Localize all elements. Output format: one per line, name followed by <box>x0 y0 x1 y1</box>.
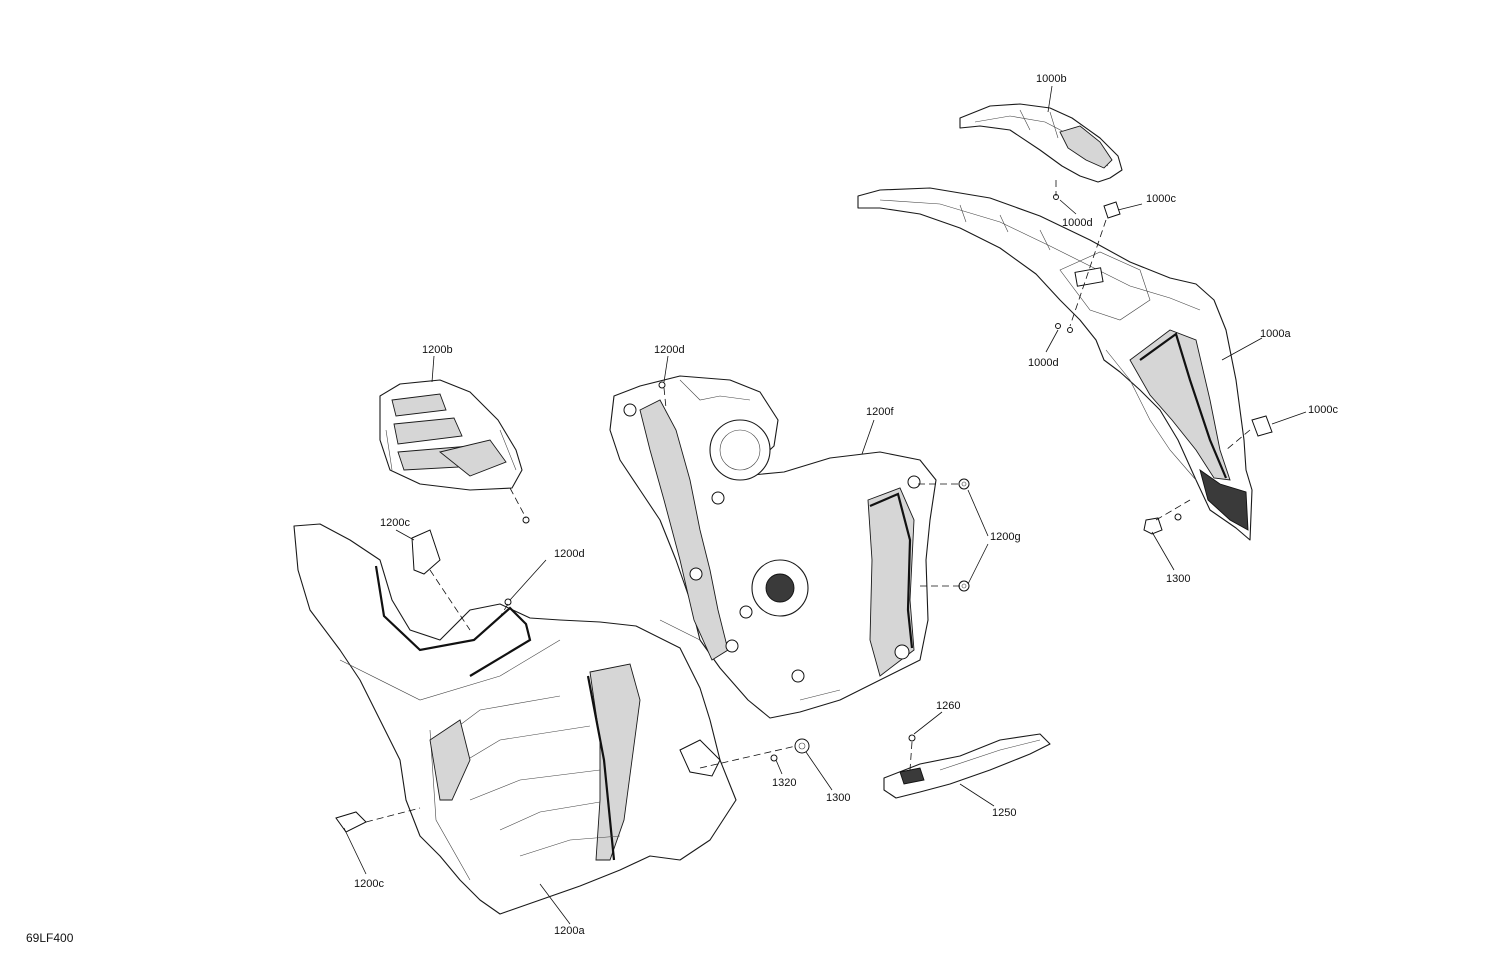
callout-1200d-mid: 1200d <box>554 548 585 560</box>
assembly-lines <box>365 180 1251 823</box>
callout-1000b: 1000b <box>1036 73 1067 85</box>
callout-1200f: 1200f <box>866 406 894 418</box>
callout-1000d-top: 1000d <box>1062 217 1093 229</box>
part-1000b <box>959 103 1123 183</box>
callout-1300-right: 1300 <box>1166 573 1191 585</box>
part-1200f <box>609 375 937 719</box>
callout-1250: 1250 <box>992 807 1017 819</box>
callout-1000c-top: 1000c <box>1146 193 1176 205</box>
callout-1200a: 1200a <box>554 925 585 937</box>
hardware-1200 <box>335 381 970 833</box>
callout-1000d-mid: 1000d <box>1028 357 1059 369</box>
hardware-1000 <box>1053 194 1273 535</box>
callout-1300-mid: 1300 <box>826 792 851 804</box>
callout-1260: 1260 <box>936 700 961 712</box>
callout-1200d-top: 1200d <box>654 344 685 356</box>
leader-lines <box>343 85 1307 925</box>
callout-1000c-right: 1000c <box>1308 404 1338 416</box>
callout-1200c-bottom: 1200c <box>354 878 384 890</box>
part-1000a <box>857 187 1253 541</box>
callout-1320: 1320 <box>772 777 797 789</box>
diagram-reference-code: 69LF400 <box>26 931 74 945</box>
part-1200b <box>379 379 523 491</box>
part-1250 <box>883 733 1051 799</box>
callout-1000a: 1000a <box>1260 328 1291 340</box>
part-1200a <box>293 523 737 915</box>
hardware-misc <box>770 734 916 762</box>
callout-1200g: 1200g <box>990 531 1021 543</box>
callout-1200c-top: 1200c <box>380 517 410 529</box>
callout-1200b: 1200b <box>422 344 453 356</box>
